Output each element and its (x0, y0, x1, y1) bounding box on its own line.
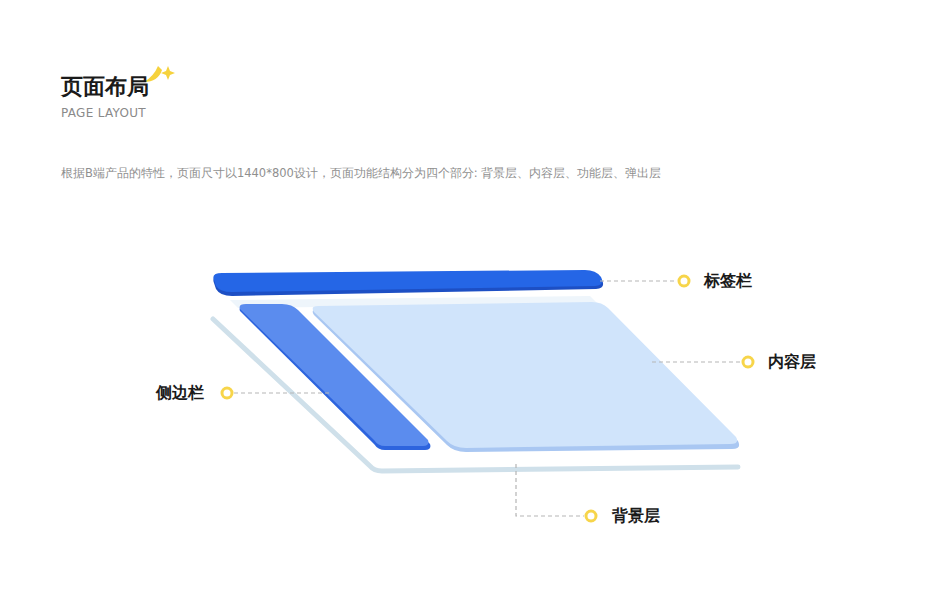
callout-dot (679, 276, 689, 286)
subtitle: PAGE LAYOUT (61, 106, 146, 120)
callout-dot (586, 511, 596, 521)
callout-dot (222, 388, 232, 398)
leader-line (600, 280, 677, 281)
page-title: 页面布局 (61, 72, 149, 102)
callout-label: 标签栏 (702, 271, 754, 292)
callout-label: 背景层 (610, 506, 662, 527)
leader-line (516, 464, 584, 516)
callout-dot (743, 357, 753, 367)
description-note: 根据B端产品的特性，页面尺寸以1440*800设计，页面功能结构分为四个部分: … (61, 166, 661, 181)
callout-label: 侧边栏 (154, 383, 206, 404)
sparkle-icon (161, 66, 175, 80)
tabbar-layer (213, 270, 602, 292)
leader-line (652, 361, 741, 362)
content-layer (313, 302, 737, 448)
leader-line (234, 392, 330, 393)
callout-label: 内容层 (766, 352, 818, 373)
